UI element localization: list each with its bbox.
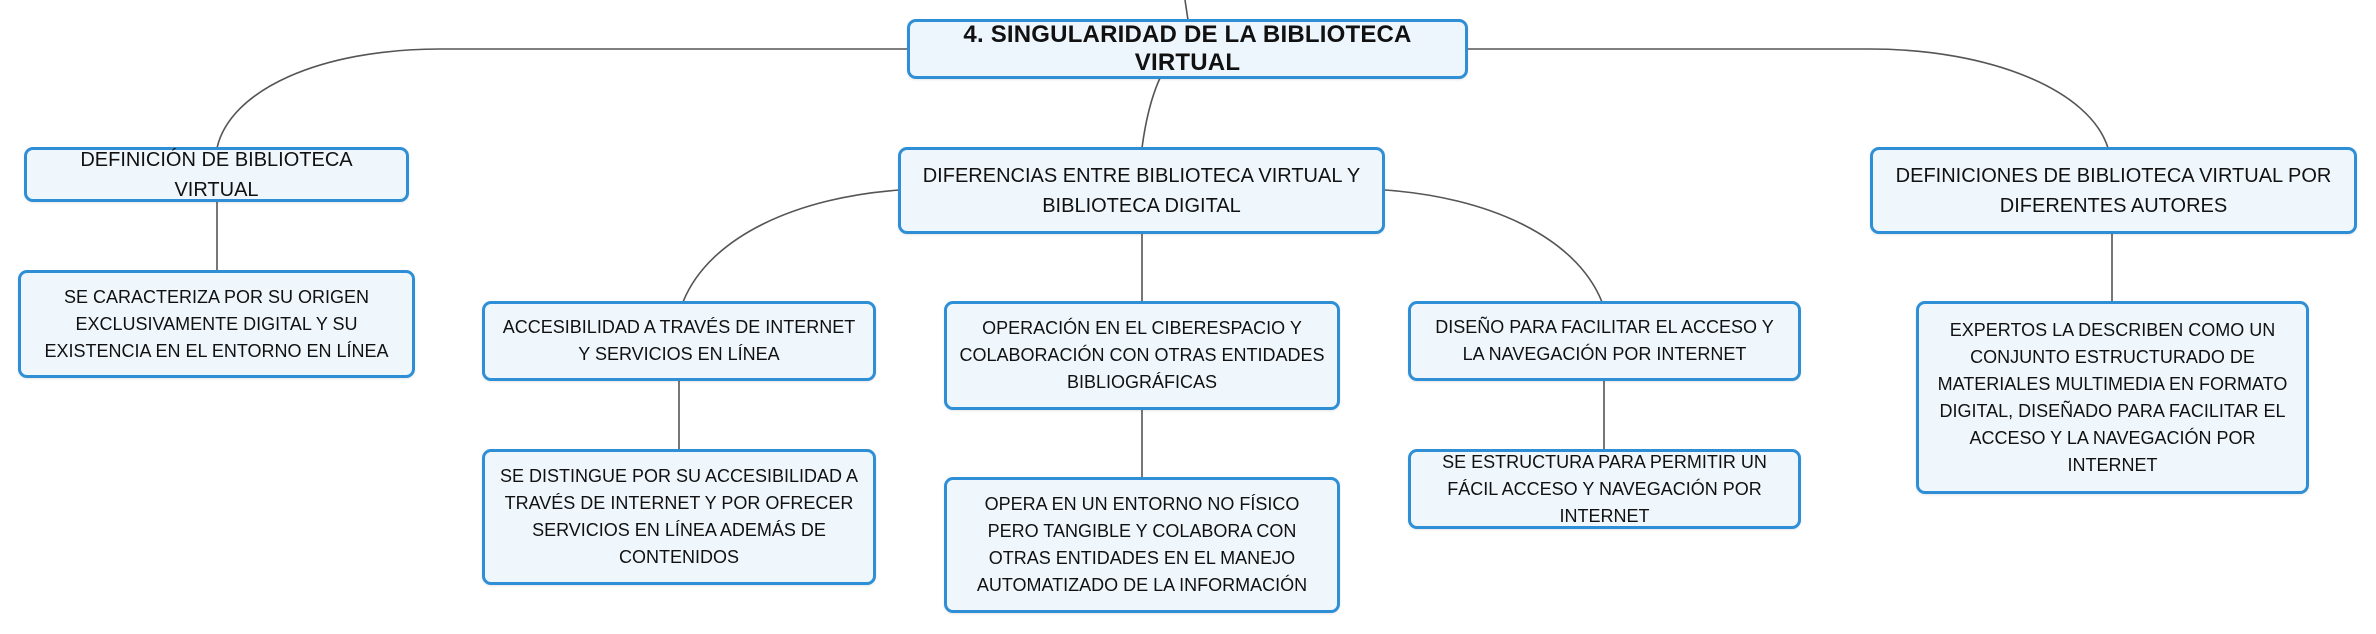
- topic-label: DISEÑO PARA FACILITAR EL ACCESO Y LA NAV…: [1435, 317, 1774, 364]
- topic-label: DEFINICIONES DE BIBLIOTECA VIRTUAL POR D…: [1895, 164, 2332, 217]
- detail-text: SE CARACTERIZA POR SU ORIGEN EXCLUSIVAME…: [44, 286, 389, 361]
- topic-label: OPERACIÓN EN EL CIBERESPACIO Y COLABORAC…: [959, 318, 1325, 392]
- topic-definiciones-autores[interactable]: DEFINICIONES DE BIBLIOTECA VIRTUAL POR D…: [1870, 147, 2357, 234]
- topic-definicion-biblioteca-virtual[interactable]: DEFINICIÓN DE BIBLIOTECA VIRTUAL: [24, 147, 409, 202]
- topic-label: ACCESIBILIDAD A TRAVÉS DE INTERNET Y SER…: [502, 317, 856, 364]
- connector-root-to-diferencias: [1141, 77, 1161, 149]
- detail-entorno-no-fisico[interactable]: OPERA EN UN ENTORNO NO FÍSICO PERO TANGI…: [944, 477, 1340, 613]
- detail-text: EXPERTOS LA DESCRIBEN COMO UN CONJUNTO E…: [1937, 319, 2288, 475]
- detail-text: OPERA EN UN ENTORNO NO FÍSICO PERO TANGI…: [976, 494, 1308, 595]
- topic-label: DIFERENCIAS ENTRE BIBLIOTECA VIRTUAL Y B…: [922, 164, 1361, 217]
- detail-accesibilidad[interactable]: SE DISTINGUE POR SU ACCESIBILIDAD A TRAV…: [482, 449, 876, 585]
- connector-root-to-parent: [1184, 0, 1189, 21]
- detail-expertos-describen[interactable]: EXPERTOS LA DESCRIBEN COMO UN CONJUNTO E…: [1916, 301, 2309, 494]
- root-topic-label: 4. SINGULARIDAD DE LA BIBLIOTECA VIRTUAL: [963, 21, 1412, 76]
- detail-origen-digital[interactable]: SE CARACTERIZA POR SU ORIGEN EXCLUSIVAME…: [18, 270, 415, 378]
- topic-accesibilidad-internet[interactable]: ACCESIBILIDAD A TRAVÉS DE INTERNET Y SER…: [482, 301, 876, 381]
- connector-root-to-autores: [1468, 48, 2109, 149]
- root-topic[interactable]: 4. SINGULARIDAD DE LA BIBLIOTECA VIRTUAL: [907, 19, 1468, 79]
- detail-estructura-acceso[interactable]: SE ESTRUCTURA PARA PERMITIR UN FÁCIL ACC…: [1408, 449, 1801, 529]
- connector-root-to-definicion: [216, 48, 907, 149]
- connector-diferencias-to-accesibilidad: [682, 189, 901, 303]
- topic-diseno-acceso[interactable]: DISEÑO PARA FACILITAR EL ACCESO Y LA NAV…: [1408, 301, 1801, 381]
- detail-text: SE DISTINGUE POR SU ACCESIBILIDAD A TRAV…: [499, 466, 859, 567]
- connector-diferencias-to-diseno: [1384, 189, 1603, 303]
- detail-text: SE ESTRUCTURA PARA PERMITIR UN FÁCIL ACC…: [1442, 451, 1767, 526]
- topic-diferencias[interactable]: DIFERENCIAS ENTRE BIBLIOTECA VIRTUAL Y B…: [898, 147, 1385, 234]
- topic-label: DEFINICIÓN DE BIBLIOTECA VIRTUAL: [80, 148, 353, 201]
- topic-operacion-ciberespacio[interactable]: OPERACIÓN EN EL CIBERESPACIO Y COLABORAC…: [944, 301, 1340, 410]
